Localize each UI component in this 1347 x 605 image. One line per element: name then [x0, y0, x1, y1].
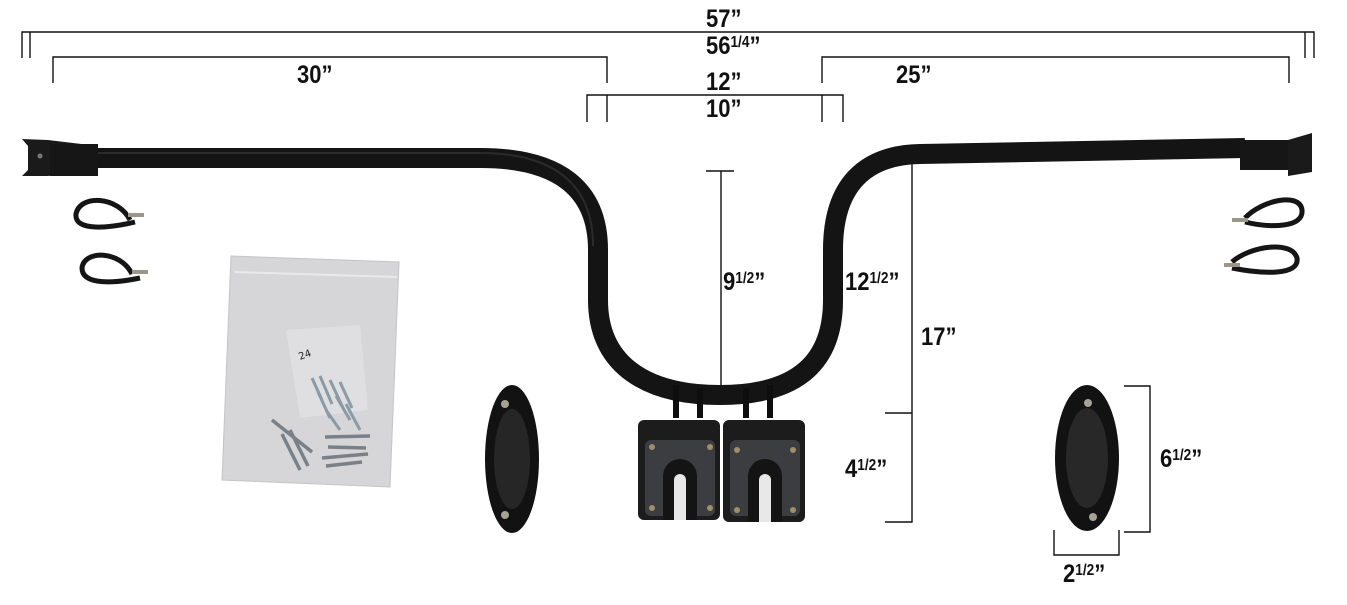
- label-unit: ”: [749, 32, 761, 60]
- label-unit: ”: [730, 95, 742, 123]
- label-unit: ”: [920, 61, 932, 89]
- p-clamps-right: [1224, 197, 1305, 275]
- label-whole: 56: [706, 32, 731, 60]
- label-unit: ”: [730, 68, 742, 96]
- label-drop-center: 91/2”: [723, 270, 765, 295]
- label-inner-width: 561/4”: [706, 34, 760, 59]
- label-whole: 9: [723, 268, 736, 296]
- dim-line-12: [586, 94, 844, 122]
- p-clamps-left: [73, 198, 148, 285]
- label-whole: 2: [1063, 560, 1076, 588]
- label-whole: 57: [706, 5, 731, 33]
- label-whole: 17: [921, 323, 946, 351]
- label-fraction: 1/2: [857, 456, 877, 474]
- label-overall-width: 57”: [706, 7, 741, 32]
- label-unit: ”: [945, 323, 957, 351]
- oval-pad-right: [1055, 385, 1119, 531]
- label-left-arm: 30”: [297, 63, 332, 88]
- clip-mount-right: [723, 420, 805, 522]
- label-whole: 25: [896, 61, 921, 89]
- label-mount-height: 41/2”: [845, 457, 887, 482]
- dim-line-6-1-2: [1124, 385, 1151, 533]
- label-pad-width: 21/2”: [1063, 562, 1105, 587]
- dim-line-57: [21, 31, 1315, 58]
- dim-line-56-1-4: [29, 32, 1306, 58]
- label-right-arm: 25”: [896, 63, 931, 88]
- label-unit: ”: [321, 61, 333, 89]
- left-end-bracket: [22, 139, 98, 176]
- bag-label: 24: [297, 348, 313, 363]
- label-pad-height: 61/2”: [1160, 447, 1202, 472]
- hardware-bag: 24: [221, 255, 400, 488]
- screws: [310, 375, 362, 431]
- clip-mount-left: [638, 420, 720, 520]
- right-end-bracket: [1240, 133, 1312, 176]
- label-unit: ”: [730, 5, 742, 33]
- label-fraction: 1/2: [869, 269, 889, 287]
- dim-line-10: [606, 95, 823, 122]
- label-fraction: 1/2: [735, 269, 755, 287]
- mounting-bar: [22, 133, 1312, 418]
- label-fraction: 1/2: [1075, 561, 1095, 579]
- dim-line-30: [52, 56, 608, 83]
- dim-line-9-1-2: [706, 170, 734, 396]
- center-rings: [673, 385, 773, 418]
- label-whole: 30: [297, 61, 322, 89]
- dim-line-17: [885, 150, 913, 523]
- label-whole: 10: [706, 95, 731, 123]
- label-whole: 4: [845, 455, 858, 483]
- label-center-outer: 12”: [706, 70, 741, 95]
- label-unit: ”: [888, 268, 900, 296]
- label-unit: ”: [1094, 560, 1106, 588]
- label-fraction: 1/2: [1172, 446, 1192, 464]
- label-unit: ”: [876, 455, 888, 483]
- label-whole: 12: [845, 268, 870, 296]
- bolts: [270, 418, 371, 471]
- label-whole: 6: [1160, 445, 1173, 473]
- label-unit: ”: [1191, 445, 1203, 473]
- label-total-height: 17”: [921, 325, 956, 350]
- oval-pad-left: [485, 385, 539, 533]
- label-unit: ”: [754, 268, 766, 296]
- center-clip-mounts: [638, 420, 805, 522]
- label-center-inner: 10”: [706, 97, 741, 122]
- dim-line-25: [821, 56, 1290, 83]
- label-whole: 12: [706, 68, 731, 96]
- label-fraction: 1/4: [730, 33, 750, 51]
- dim-line-2-1-2: [1053, 530, 1120, 556]
- label-drop-side: 121/2”: [845, 270, 899, 295]
